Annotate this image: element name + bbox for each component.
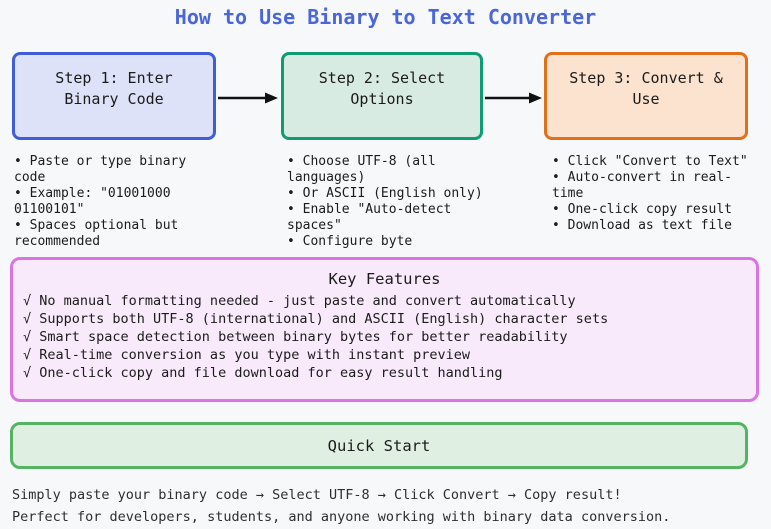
step-2-card: Step 2: Select Options [281,52,483,140]
bullet-item: • Configure byte [287,234,413,249]
step-1-card: Step 1: Enter Binary Code [12,52,216,140]
step-2-bullets: • Choose UTF-8 (all languages) • Or ASCI… [287,154,492,250]
usage-summary: Simply paste your binary code → Select U… [12,485,670,528]
quick-start-button[interactable]: Quick Start [10,422,748,469]
feature-item: √ Smart space detection between binary b… [23,329,568,345]
usage-summary-line-1: Simply paste your binary code → Select U… [12,487,622,503]
bullet-item: • Download as text file [552,218,733,233]
feature-item: √ Real-time conversion as you type with … [23,347,471,363]
step-1-bullets: • Paste or type binary code • Example: "… [14,154,219,250]
bullet-item: • Enable "Auto-detect spaces" [287,202,452,233]
bullet-item: • Auto-convert in real-time [552,170,733,201]
usage-summary-line-2: Perfect for developers, students, and an… [12,508,671,525]
bullet-item: • Click "Convert to Text" [552,154,748,169]
step-3-title: Step 3: Convert & Use [569,69,723,108]
step-2-title: Step 2: Select Options [318,69,446,108]
step-1-title: Step 1: Enter Binary Code [55,69,173,108]
feature-item: √ Supports both UTF-8 (international) an… [23,311,609,327]
step-3-card: Step 3: Convert & Use [544,52,748,140]
arrow-right-icon [485,92,542,104]
step-3-bullets: • Click "Convert to Text" • Auto-convert… [552,154,757,234]
key-features-title: Key Features [328,270,441,288]
bullet-item: • Spaces optional but recommended [14,218,179,249]
bullet-item: • Example: "01001000 01100101" [14,186,171,217]
key-features-panel: Key Features √ No manual formatting need… [10,257,759,402]
feature-item: √ No manual formatting needed - just pas… [23,293,576,309]
arrow-right-icon [218,92,278,104]
bullet-item: • Choose UTF-8 (all languages) [287,154,436,185]
bullet-item: • Paste or type binary code [14,154,187,185]
page-title: How to Use Binary to Text Converter [174,5,597,29]
key-features-list: √ No manual formatting needed - just pas… [13,292,756,382]
bullet-item: • Or ASCII (English only) [287,186,483,201]
quick-start-label: Quick Start [327,436,431,455]
bullet-item: • One-click copy result [552,202,733,217]
feature-item: √ One-click copy and file download for e… [23,365,503,381]
